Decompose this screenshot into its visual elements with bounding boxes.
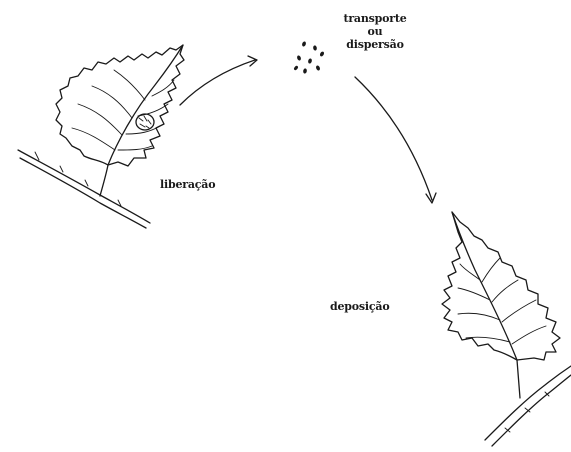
transport-label-line-2: ou: [330, 25, 420, 38]
release-label: liberação: [160, 178, 215, 191]
transport-label-line-1: transporte: [330, 12, 420, 25]
release-arrow: [180, 56, 257, 105]
transport-label-line-3: dispersão: [330, 38, 420, 51]
deposition-label: deposição: [330, 300, 389, 313]
spores-cluster: [293, 41, 325, 74]
target-leaf-illustration: [442, 212, 571, 446]
transport-label: transporte ou dispersão: [330, 12, 420, 51]
source-leaf-illustration: [18, 45, 184, 228]
transport-arrow: [355, 77, 436, 203]
